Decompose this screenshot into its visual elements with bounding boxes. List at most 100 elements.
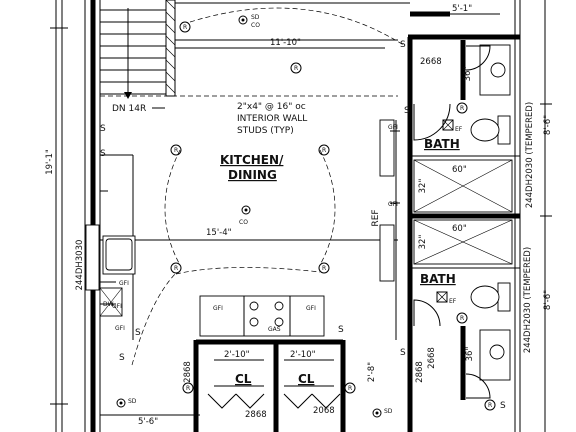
recessed-light-10 [344,382,356,394]
wall-note-3: STUDS (TYP) [237,126,294,136]
gfi-label-1: GFI [119,280,129,287]
sd-label-4: SD [384,408,393,415]
dim-toilet-clear-upper: 36" [463,67,473,82]
closet-right-label: CL [298,372,315,386]
wall-note-1: 2"x4" @ 16" oc [237,102,306,112]
dim-shower-depth-upper: 32" [418,179,428,194]
recessed-light-5 [170,262,182,274]
svg-text:R: R [186,385,190,392]
burner-4 [274,317,284,327]
kitchen-counter [99,154,136,340]
bath-lower-label: BATH [420,272,456,286]
switch-4: S [135,328,141,338]
dim-closet-right-width: 2'-10" [290,350,316,360]
kitchen-dims [100,39,398,416]
lav-lower [479,329,511,381]
window-left-label: 244DH3030 [75,240,85,291]
recessed-light-2 [290,62,302,74]
bath-upper-label: BATH [424,137,460,151]
window-upper-label: 244DH2030 (TEMPERED) [525,102,535,208]
dim-right-upper: 8'-6" [543,115,553,135]
switch-arc-5 [131,272,177,366]
dim-kitchen-width: 11'-10" [270,38,301,48]
switch-7: S [119,353,125,363]
door-2868-bottom: 2868 [245,410,267,420]
exhaust-fan-lower [436,291,448,303]
switch-1: S [400,40,406,50]
door-2668-upper: 2668 [420,57,442,67]
kitchen-label-2: DINING [228,168,277,182]
dim-shower-lower: 60" [452,224,467,234]
dim-right-lower: 8'-6" [543,290,553,310]
closets [193,339,346,432]
gfi-label-2: GFI [112,303,122,310]
dim-toilet-clear-lower: 36" [465,347,475,362]
window-lower-label: 244DH2030 (TEMPERED) [523,247,533,353]
recessed-light-8 [456,312,468,324]
svg-text:R: R [460,315,464,322]
smoke-co-detector-2 [241,205,251,215]
switch-8: S [400,348,406,358]
wall-note-2: INTERIOR WALL [237,114,307,124]
exhaust-fan-upper [442,119,454,131]
recessed-light-4 [318,144,330,156]
svg-text:R: R [348,385,352,392]
dim-dining-width: 15'-4" [206,228,232,238]
stair-note: DN 14R [112,104,146,114]
gfi-label-5: GFI [306,305,316,312]
left-exterior [50,0,101,432]
burner-2 [274,301,284,311]
switch-arc-3 [319,149,336,266]
switch-2: S [100,124,106,134]
window-left [85,224,100,291]
gfi-label-7: GFI [388,201,398,208]
gfi-label-3: GFI [115,325,125,332]
door-swing-bath-lower-2 [465,373,491,399]
bath-core [379,0,521,432]
toilet-upper [470,115,511,145]
svg-text:R: R [183,24,187,31]
recessed-light-7 [456,102,468,114]
door-swing-bath-upper-2 [465,45,491,71]
closet-left-label: CL [235,372,252,386]
gas-label: GAS [268,326,281,333]
dim-closet-left-width: 2'-10" [224,350,250,360]
switch-arc-4 [175,267,321,275]
switch-3: S [100,149,106,159]
recessed-light-3 [170,144,182,156]
svg-text:R: R [460,105,464,112]
door-2068: 2068 [313,406,335,416]
shower-lower [413,219,513,265]
range-block [199,295,325,337]
switch-9: S [500,401,506,411]
door-swing-bath-lower [413,299,441,327]
svg-text:R: R [294,65,298,72]
recessed-lights: R R R R R R R R R R R [170,21,496,411]
shower-upper [413,159,513,213]
toilet-lower [470,282,511,312]
sd-label-3: SD [128,398,137,405]
svg-text:R: R [174,147,178,154]
svg-text:R: R [322,265,326,272]
burner-1 [249,301,259,311]
switch-arc-1 [189,7,406,47]
dim-closet-depth: 2'-8" [367,362,377,382]
dim-shower-depth-lower: 32" [418,235,428,250]
smoke-detector-3 [116,398,126,408]
gfi-label-6: GFI [388,124,398,131]
gfi-outlets [100,130,400,305]
ef-label-upper: EF [455,126,463,133]
door-2668-lower: 2668 [427,347,437,369]
switch-arc-2 [164,149,181,266]
smoke-co-detector [238,15,248,25]
ef-label-lower: EF [449,298,457,305]
ref-label: REF [371,209,381,226]
co-label-2: CO [239,219,248,226]
switch-5: S [338,325,344,335]
recessed-light-9 [182,382,194,394]
dim-shower-upper: 60" [452,165,467,175]
kitchen-label-1: KITCHEN/ [220,153,284,167]
gfi-label-4: GFI [213,305,223,312]
stair [99,0,176,99]
